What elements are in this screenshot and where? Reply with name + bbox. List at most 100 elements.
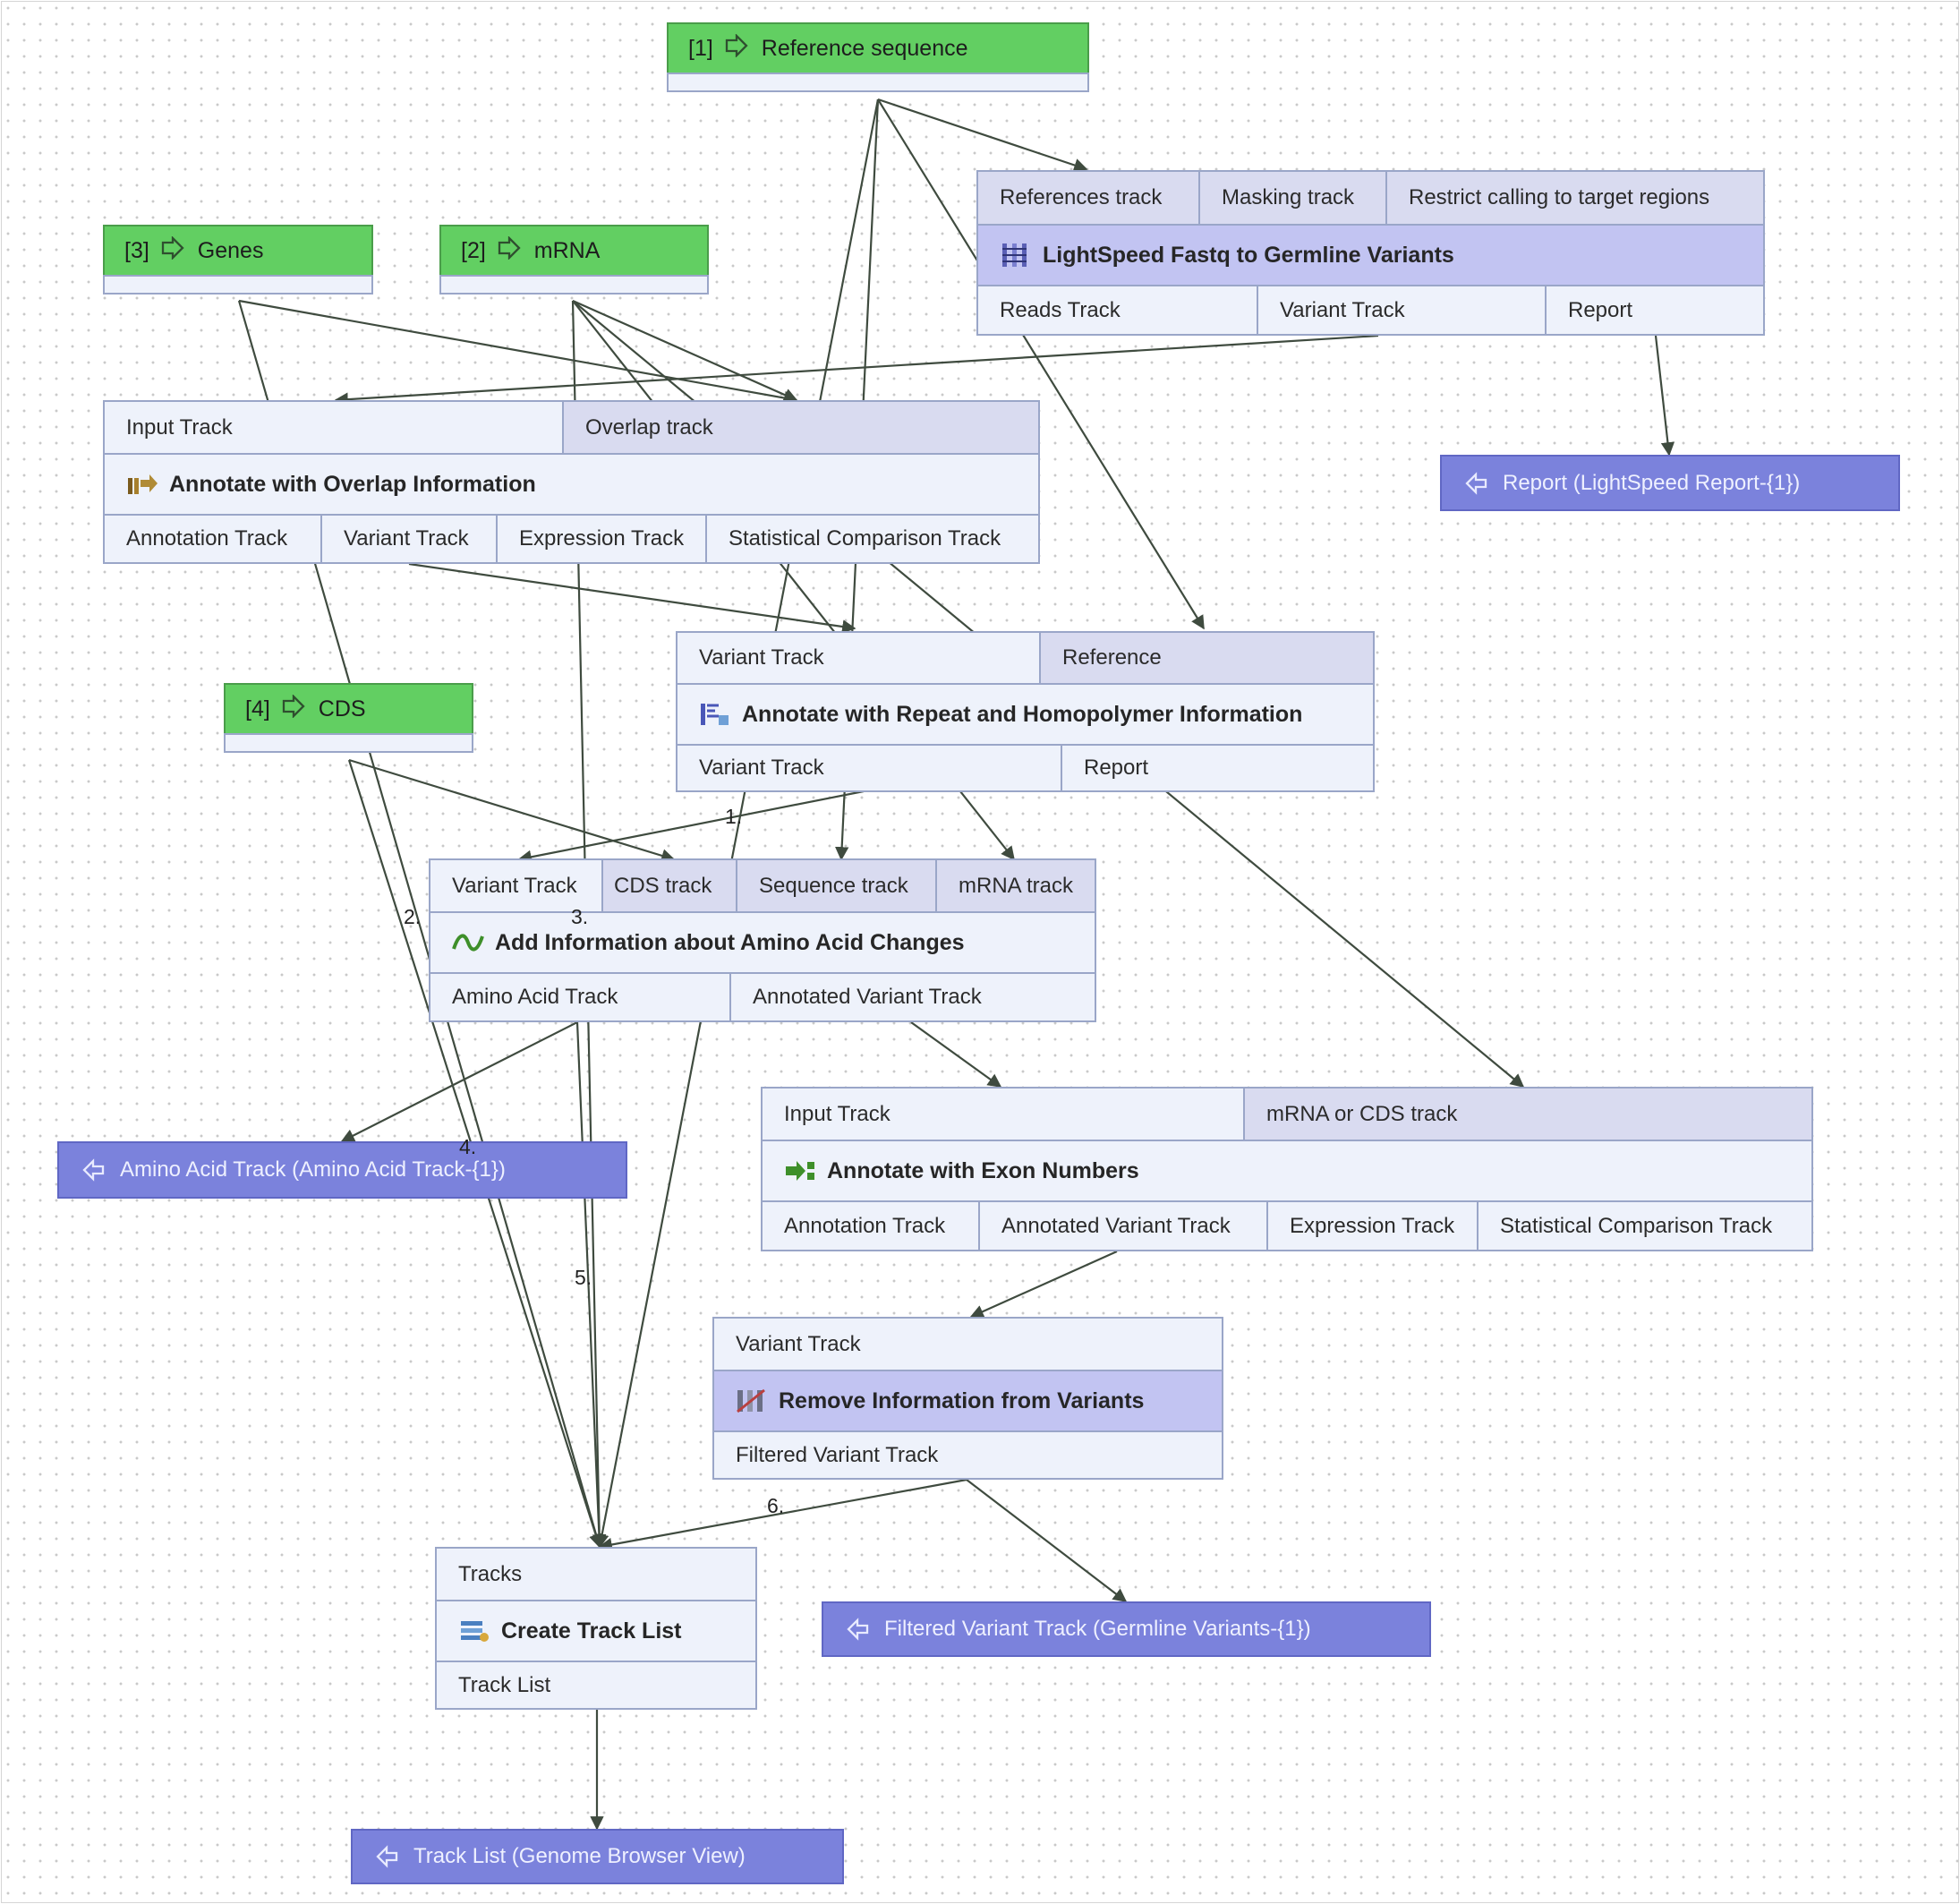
input-reference-sequence[interactable]: [1] Reference sequence [667, 22, 1089, 92]
output-report[interactable]: Report (LightSpeed Report-{1}) [1440, 455, 1900, 511]
input-port[interactable] [103, 275, 373, 295]
output-port-statistical-comparison[interactable]: Statistical Comparison Track [729, 526, 1001, 551]
output-arrow-icon [376, 1845, 399, 1868]
input-port[interactable] [224, 733, 473, 753]
output-port-amino-acid-track[interactable]: Amino Acid Track [430, 974, 731, 1020]
edge-exon-remove [969, 1250, 1118, 1319]
arrow-outline-icon [724, 32, 749, 64]
amino-wave-icon [452, 928, 484, 957]
edge-lightspeed-report [1654, 335, 1675, 457]
edge-label-5: 5. [575, 1266, 592, 1289]
input-port-references-track[interactable]: References track [978, 172, 1200, 224]
output-port-statistical-comparison[interactable]: Statistical Comparison Track [1500, 1213, 1773, 1238]
tool-title-text: Annotate with Overlap Information [169, 471, 536, 497]
edge-label-4: 4. [459, 1135, 477, 1158]
tool-title[interactable]: Annotate with Repeat and Homopolymer Inf… [677, 683, 1373, 746]
input-port-input-track[interactable]: Input Track [763, 1089, 1245, 1140]
dna-pipeline-icon [1000, 241, 1032, 269]
output-port-track-list[interactable]: Track List [458, 1672, 551, 1697]
tool-title-text: Add Information about Amino Acid Changes [495, 929, 965, 955]
input-port-masking-track[interactable]: Masking track [1200, 172, 1387, 224]
tool-title[interactable]: Add Information about Amino Acid Changes [430, 911, 1095, 974]
input-port-variant-track[interactable]: Variant Track [736, 1331, 861, 1356]
input-label: mRNA [533, 237, 601, 263]
output-port-annotated-variant-track[interactable]: Annotated Variant Track [980, 1202, 1268, 1250]
edge-overlap-repeat [408, 562, 856, 634]
tool-annotate-overlap[interactable]: Input Track Overlap track Annotate with … [103, 400, 1040, 564]
tool-title-text: Remove Information from Variants [779, 1387, 1145, 1413]
output-port-expression-track[interactable]: Expression Track [1268, 1202, 1479, 1250]
input-port-cds-track[interactable]: CDS track [603, 860, 737, 911]
input-port-input-track[interactable]: Input Track [105, 402, 564, 453]
output-port-filtered-variant-track[interactable]: Filtered Variant Track [736, 1442, 939, 1467]
input-label: CDS [318, 696, 366, 721]
input-port-mrna-track[interactable]: mRNA track [937, 860, 1095, 911]
input-port-variant-track[interactable]: Variant Track [677, 633, 1041, 683]
edge-ref-lightspeed [877, 98, 1088, 172]
output-port-variant-track[interactable]: Variant Track [677, 746, 1062, 790]
output-port-expression-track[interactable]: Expression Track [498, 516, 707, 562]
tool-title[interactable]: Create Track List [437, 1600, 755, 1662]
tool-add-amino-acid[interactable]: Variant Track CDS track Sequence track m… [429, 858, 1096, 1022]
tool-lightspeed-germline[interactable]: References track Masking track Restrict … [976, 170, 1765, 336]
tool-remove-information[interactable]: Variant Track Remove Information from Va… [712, 1317, 1223, 1480]
input-port-overlap-track[interactable]: Overlap track [564, 402, 1038, 453]
edge-label-6: 6. [767, 1494, 785, 1517]
output-port-variant-track[interactable]: Variant Track [322, 516, 498, 562]
output-port-annotation-track[interactable]: Annotation Track [763, 1202, 980, 1250]
input-label: Reference sequence [761, 35, 968, 61]
tool-title[interactable]: Annotate with Overlap Information [105, 453, 1038, 516]
edge-lightspeed-overlap [334, 334, 1379, 406]
output-label: Report (LightSpeed Report-{1}) [1503, 470, 1801, 495]
output-port-report[interactable]: Report [1084, 756, 1149, 780]
input-port[interactable] [439, 275, 709, 295]
output-arrow-icon [1465, 471, 1488, 495]
output-amino-acid-track[interactable]: Amino Acid Track (Amino Acid Track-{1}) [57, 1141, 627, 1199]
input-port[interactable] [667, 73, 1089, 92]
input-index: [1] [688, 35, 713, 61]
edge-amino-output [340, 1021, 578, 1142]
input-port-sequence-track[interactable]: Sequence track [737, 860, 937, 911]
repeat-annotate-icon [699, 700, 731, 729]
remove-info-icon [736, 1387, 768, 1415]
output-port-annotation-track[interactable]: Annotation Track [105, 516, 322, 562]
edge-remove-filtered [966, 1479, 1128, 1602]
output-port-annotated-variant-track[interactable]: Annotated Variant Track [753, 985, 982, 1009]
tool-title-text: LightSpeed Fastq to Germline Variants [1043, 242, 1454, 268]
input-port-variant-track[interactable]: Variant Track [430, 860, 603, 911]
input-genes[interactable]: [3]Genes [103, 225, 373, 295]
tool-title-text: Annotate with Repeat and Homopolymer Inf… [742, 701, 1303, 727]
input-port-reference[interactable]: Reference [1041, 633, 1373, 683]
input-port-restrict-regions[interactable]: Restrict calling to target regions [1387, 172, 1763, 224]
output-port-report[interactable]: Report [1568, 297, 1633, 322]
tool-title[interactable]: Remove Information from Variants [714, 1370, 1222, 1432]
input-cds[interactable]: [4]CDS [224, 683, 473, 753]
edge-mrna-overlap [572, 299, 798, 402]
input-label: Genes [197, 237, 264, 263]
edge-genes-overlap [238, 299, 798, 406]
output-port-variant-track[interactable]: Variant Track [1258, 286, 1547, 334]
tool-title-text: Create Track List [501, 1618, 682, 1644]
edge-cds-aminoacid [348, 758, 676, 863]
output-port-reads-track[interactable]: Reads Track [978, 286, 1258, 334]
input-port-tracks[interactable]: Tracks [458, 1561, 523, 1586]
tool-title[interactable]: LightSpeed Fastq to Germline Variants [978, 224, 1763, 286]
output-label: Filtered Variant Track (Germline Variant… [884, 1617, 1311, 1641]
output-arrow-icon [82, 1158, 106, 1182]
tool-annotate-repeat[interactable]: Variant Track Reference Annotate with Re… [676, 631, 1375, 792]
overlap-arrow-icon [126, 470, 158, 499]
edge-label-1: 1. [725, 805, 743, 828]
tool-title[interactable]: Annotate with Exon Numbers [763, 1140, 1811, 1202]
output-label: Track List (Genome Browser View) [413, 1844, 746, 1868]
input-port-mrna-cds-track[interactable]: mRNA or CDS track [1245, 1089, 1811, 1140]
tool-annotate-exon[interactable]: Input Track mRNA or CDS track Annotate w… [761, 1087, 1813, 1251]
edge-aminoacid-exon [910, 1021, 1002, 1088]
tool-create-track-list[interactable]: Tracks Create Track List Track List [435, 1547, 757, 1710]
input-mrna[interactable]: [2]mRNA [439, 225, 709, 295]
arrow-outline-icon [160, 235, 185, 266]
output-track-list[interactable]: Track List (Genome Browser View) [351, 1829, 844, 1884]
arrow-outline-icon [281, 693, 306, 724]
output-filtered-variant-track[interactable]: Filtered Variant Track (Germline Variant… [822, 1601, 1431, 1657]
arrow-outline-icon [497, 235, 522, 266]
